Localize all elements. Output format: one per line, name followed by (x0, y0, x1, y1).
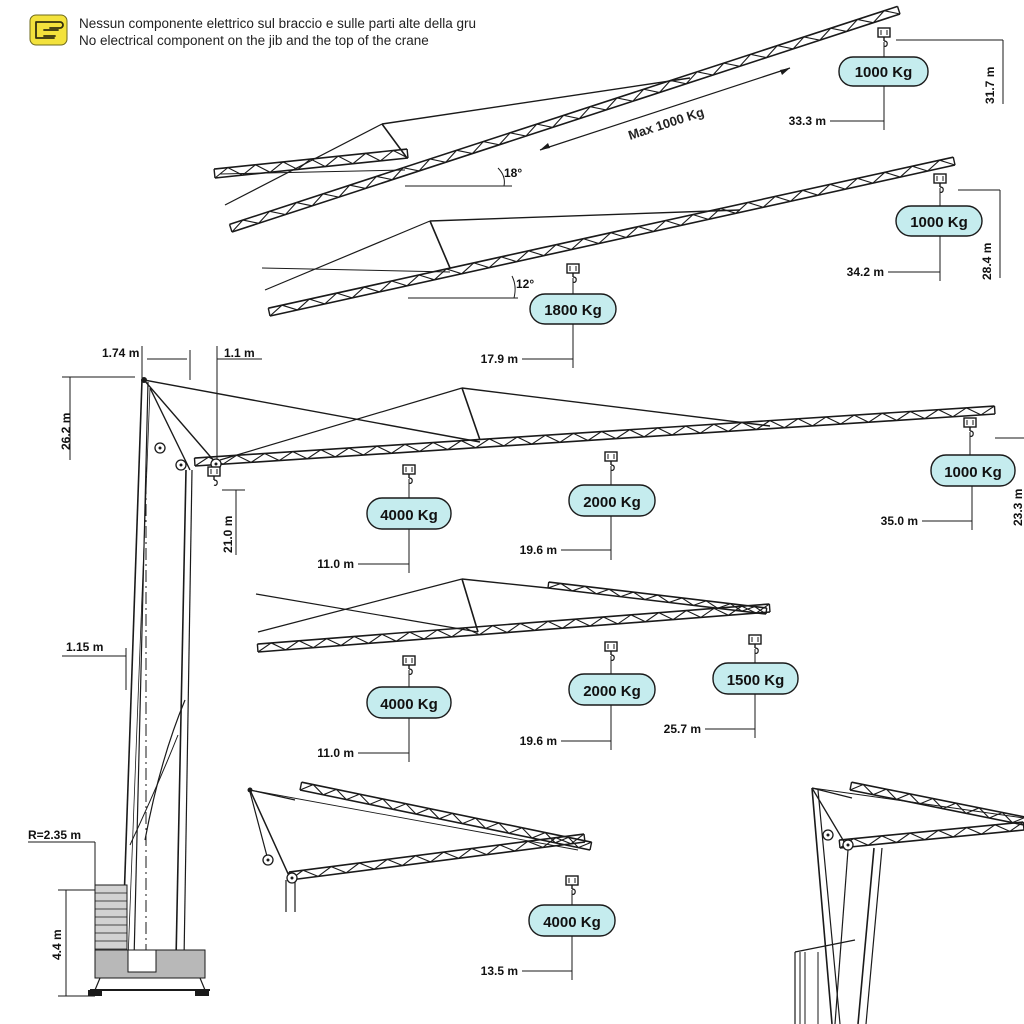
radius-label: 34.2 m (847, 265, 884, 279)
config-12deg: 12° 1000 Kg 34.2 m 28.4 m 1800 Kg 17.9 m (261, 156, 1001, 368)
luffing-jib-12 (267, 156, 956, 317)
radius-label: 11.0 m (317, 557, 354, 571)
head-offset-label: 1.1 m (224, 346, 255, 360)
load-value: 1500 Kg (727, 672, 785, 689)
height-label: 23.3 m (1011, 489, 1024, 526)
radius-label: 13.5 m (481, 964, 518, 978)
tower-structure: 26.2 m 1.74 m 1.1 m 21.0 m 1.15 m R=2.35… (28, 346, 481, 997)
tower-height-label: 26.2 m (59, 413, 73, 450)
load-pill: 4000 Kg (366, 686, 452, 719)
folded-jib-upper (547, 581, 768, 615)
second-crane-jib-lower (838, 821, 1024, 849)
load-value: 2000 Kg (583, 683, 641, 700)
config-horizontal-full: 1000 Kg 35.0 m 23.3 m 4000 Kg 11.0 m 200… (193, 387, 1024, 573)
load-pill: 2000 Kg (568, 673, 656, 706)
radius-label: 19.6 m (520, 734, 557, 748)
load-pill: 4000 Kg (366, 497, 452, 530)
load-value: 4000 Kg (380, 507, 438, 524)
max-load-label: Max 1000 Kg (626, 104, 706, 143)
load-value: 4000 Kg (543, 914, 601, 931)
load-value: 1000 Kg (855, 64, 913, 81)
counterweight-blocks (94, 884, 128, 958)
note-english: No electrical component on the jib and t… (79, 33, 429, 48)
horizontal-jib-short (256, 603, 771, 653)
radius-label: 17.9 m (481, 352, 518, 366)
horizontal-jib-full (193, 405, 996, 467)
load-pill: 2000 Kg (568, 484, 656, 517)
radius-label: 11.0 m (317, 746, 354, 760)
angle-label-12: 12° (516, 277, 534, 291)
load-pill: 1000 Kg (930, 454, 1016, 487)
load-value: 1800 Kg (544, 302, 602, 319)
radius-label: 25.7 m (664, 722, 701, 736)
load-value: 1000 Kg (910, 214, 968, 231)
radius-label: 33.3 m (789, 114, 826, 128)
height-label: 31.7 m (983, 67, 997, 104)
load-pill: 1800 Kg (529, 293, 617, 325)
config-horizontal-short: 1500 Kg 25.7 m 4000 Kg 11.0 m 2000 Kg 19… (255, 578, 799, 762)
load-pill: 1500 Kg (712, 662, 799, 695)
load-pill: 1000 Kg (895, 205, 983, 237)
warning-note: Nessun componente elettrico sul braccio … (29, 14, 476, 48)
mast-offset-label: 1.15 m (66, 640, 103, 654)
load-pill: 4000 Kg (528, 904, 616, 937)
height-label: 28.4 m (980, 243, 994, 280)
folded-jib-top (299, 781, 593, 851)
hook-height-label: 21.0 m (221, 516, 235, 553)
base-height-label: 4.4 m (50, 929, 64, 960)
load-value: 2000 Kg (583, 494, 641, 511)
angle-label-18: 18° (504, 166, 522, 180)
note-italian: Nessun componente elettrico sul braccio … (79, 16, 476, 31)
load-pill: 1000 Kg (838, 56, 929, 87)
top-offset-label: 1.74 m (102, 346, 139, 360)
folded-jib-lower (288, 833, 586, 881)
tail-radius-label: R=2.35 m (28, 828, 81, 842)
radius-label: 35.0 m (881, 514, 918, 528)
pointing-hand-icon (29, 14, 68, 46)
luffing-jib-18 (213, 5, 901, 233)
second-crane-jib-upper (849, 781, 1024, 826)
config-folded: 4000 Kg 13.5 m (247, 781, 616, 980)
load-value: 1000 Kg (944, 464, 1002, 481)
second-crane-partial (794, 781, 1024, 1024)
radius-label: 19.6 m (520, 543, 557, 557)
load-value: 4000 Kg (380, 696, 438, 713)
